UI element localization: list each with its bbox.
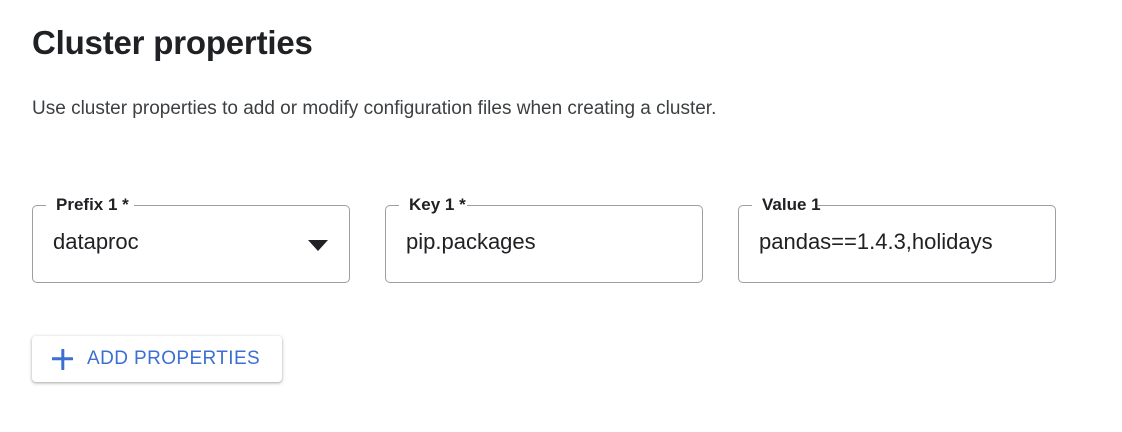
field-label-notch: [46, 204, 134, 206]
add-properties-button-label: ADD PROPERTIES: [87, 348, 261, 369]
properties-field-row: Prefix 1 * dataproc Key 1 * pip.packages…: [32, 195, 1056, 283]
page-subtitle: Use cluster properties to add or modify …: [32, 98, 717, 119]
add-properties-button[interactable]: ADD PROPERTIES: [32, 336, 283, 382]
prefix-field[interactable]: Prefix 1 * dataproc: [32, 195, 350, 283]
value-field-label: Value 1: [762, 195, 821, 214]
key-field[interactable]: Key 1 * pip.packages: [385, 195, 703, 283]
value-field[interactable]: Value 1 pandas==1.4.3,holidays: [738, 195, 1056, 283]
field-label-notch: [752, 204, 818, 206]
prefix-field-value[interactable]: dataproc: [53, 229, 139, 254]
value-field-value[interactable]: pandas==1.4.3,holidays: [759, 229, 993, 254]
key-field-value[interactable]: pip.packages: [406, 229, 536, 254]
page-title: Cluster properties: [32, 24, 313, 61]
key-field-label: Key 1 *: [409, 195, 466, 214]
prefix-field-label: Prefix 1 *: [56, 195, 129, 214]
plus-icon: [52, 349, 73, 370]
field-label-notch: [399, 204, 467, 206]
chevron-down-icon[interactable]: [308, 240, 328, 251]
